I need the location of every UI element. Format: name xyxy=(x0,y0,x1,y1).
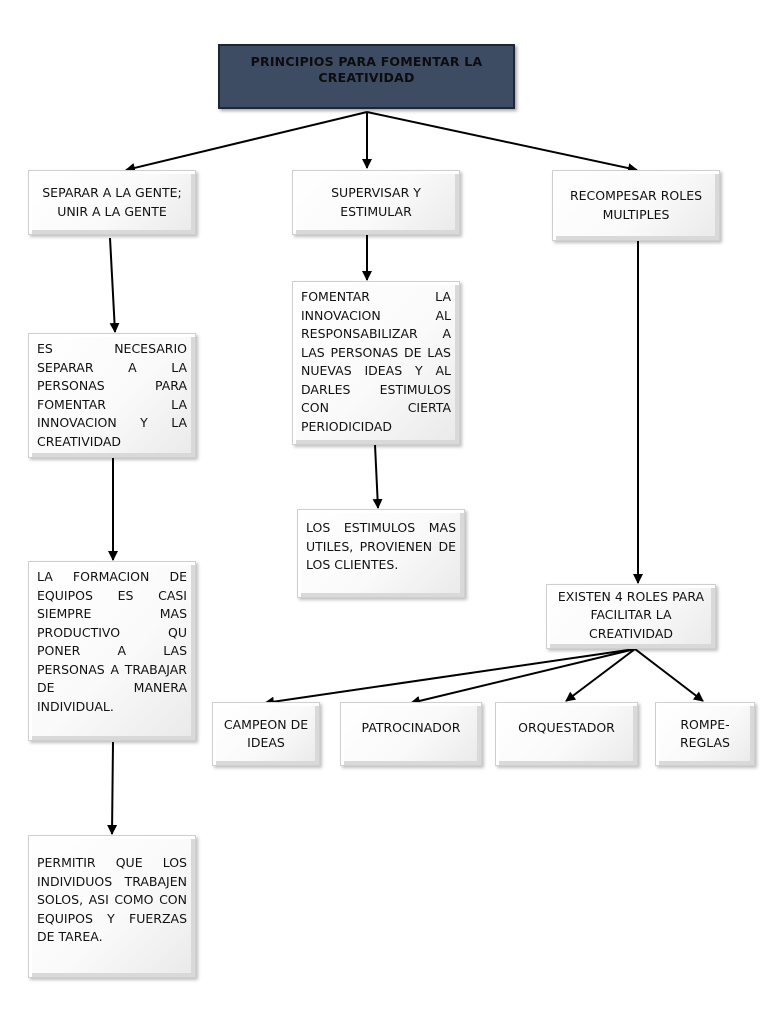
node-supervisar-heading: SUPERVISAR Y ESTIMULAR xyxy=(292,170,460,235)
arrow-supervisar-step1-to-step2 xyxy=(372,444,383,509)
node-separar-step1-text: ES NECESARIO SEPARAR A LA PERSONAS PARA … xyxy=(37,341,187,449)
node-separar-heading: SEPARAR A LA GENTE; UNIR A LA GENTE xyxy=(28,170,196,235)
node-role-rompe-reglas: ROMPE-REGLAS xyxy=(655,702,755,766)
node-recompensar-step1-text: EXISTEN 4 ROLES PARA FACILITAR LA CREATI… xyxy=(557,588,705,641)
arrow-title-to-separar xyxy=(125,111,368,173)
node-separar-step3-text: PERMITIR QUE LOS INDIVIDUOS TRABAJEN SOL… xyxy=(37,855,187,944)
node-role-orquestador: ORQUESTADOR xyxy=(495,702,638,766)
node-recompensar-heading-text: RECOMPESAR ROLES MULTIPLES xyxy=(569,188,703,222)
node-role-campeon: CAMPEON DE IDEAS xyxy=(212,702,320,766)
node-role-patrocinador: PATROCINADOR xyxy=(340,702,482,766)
node-role-orquestador-text: ORQUESTADOR xyxy=(518,719,615,735)
arrow-roles-to-orquestador xyxy=(565,648,636,702)
node-separar-step3: PERMITIR QUE LOS INDIVIDUOS TRABAJEN SOL… xyxy=(28,835,196,978)
node-supervisar-step1: FOMENTAR LA INNOVACION AL RESPONSABILIZA… xyxy=(292,281,460,445)
node-role-campeon-text: CAMPEON DE IDEAS xyxy=(223,716,309,751)
node-role-patrocinador-text: PATROCINADOR xyxy=(361,719,461,735)
arrow-separar-step2-to-step3 xyxy=(107,741,118,835)
diagram-title-text: PRINCIPIOS PARA FOMENTAR LA CREATIVIDAD xyxy=(250,53,483,85)
arrow-roles-to-patrocinador xyxy=(410,648,636,706)
arrow-roles-to-rompereglas xyxy=(634,648,704,702)
node-separar-heading-text: SEPARAR A LA GENTE; UNIR A LA GENTE xyxy=(42,185,182,219)
node-supervisar-step1-text: FOMENTAR LA INNOVACION AL RESPONSABILIZA… xyxy=(301,289,451,434)
node-separar-step2-text: LA FORMACION DE EQUIPOS ES CASI SIEMPRE … xyxy=(37,569,187,714)
node-supervisar-step2-text: LOS ESTIMULOS MAS UTILES, PROVIENEN DE L… xyxy=(306,520,456,572)
arrow-roles-to-campeon xyxy=(264,648,636,707)
node-recompensar-heading: RECOMPESAR ROLES MULTIPLES xyxy=(552,170,720,241)
diagram-title: PRINCIPIOS PARA FOMENTAR LA CREATIVIDAD xyxy=(218,44,515,109)
node-role-rompe-reglas-text: ROMPE-REGLAS xyxy=(679,716,730,751)
arrow-title-to-recompensar xyxy=(366,111,638,173)
node-supervisar-heading-text: SUPERVISAR Y ESTIMULAR xyxy=(331,185,421,219)
node-separar-step2: LA FORMACION DE EQUIPOS ES CASI SIEMPRE … xyxy=(28,561,196,741)
arrow-separar-to-step1 xyxy=(109,237,120,333)
node-supervisar-step2: LOS ESTIMULOS MAS UTILES, PROVIENEN DE L… xyxy=(297,509,465,598)
node-separar-step1: ES NECESARIO SEPARAR A LA PERSONAS PARA … xyxy=(28,333,196,458)
node-recompensar-step1: EXISTEN 4 ROLES PARA FACILITAR LA CREATI… xyxy=(546,584,716,649)
